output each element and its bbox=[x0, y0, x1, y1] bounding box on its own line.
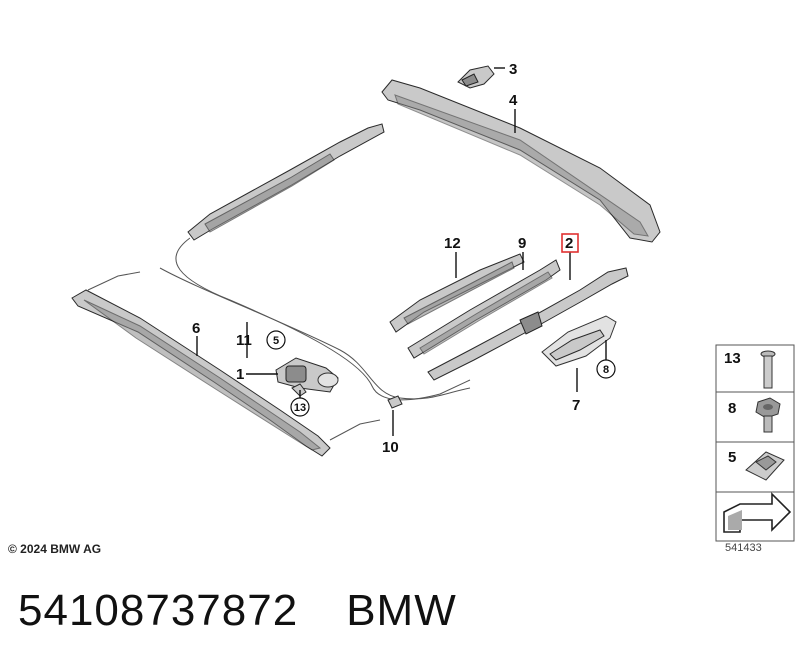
callout-9: 9 bbox=[518, 235, 526, 252]
part-1-motor bbox=[275, 357, 339, 397]
callout-10: 10 bbox=[382, 439, 399, 456]
circled-ref-8: 8 bbox=[596, 359, 616, 379]
part-2-right-rail bbox=[427, 267, 629, 381]
circled-ref-13: 13 bbox=[290, 397, 310, 417]
svg-text:5: 5 bbox=[273, 335, 279, 347]
brand-name: BMW bbox=[346, 586, 457, 635]
part-number: 54108737872 bbox=[18, 586, 299, 635]
part-9-seal bbox=[407, 259, 561, 359]
direction-arrow-icon bbox=[723, 492, 792, 533]
callout-4: 4 bbox=[509, 92, 518, 109]
leader-lines bbox=[196, 67, 607, 436]
svg-text:13: 13 bbox=[294, 402, 306, 414]
callout-3: 3 bbox=[509, 61, 517, 78]
left-guide-rail bbox=[187, 123, 385, 241]
fastener-legend: 13 8 5 bbox=[715, 344, 795, 542]
callout-6: 6 bbox=[192, 320, 200, 337]
callout-11: 11 bbox=[236, 332, 252, 349]
callout-2-highlight bbox=[561, 233, 579, 253]
copyright-text: © 2024 BMW AG bbox=[8, 542, 102, 556]
footer: 54108737872 BMW bbox=[18, 586, 457, 636]
part-7-cover bbox=[541, 315, 617, 367]
part-4-crossmember bbox=[381, 79, 661, 243]
circled-ref-5: 5 bbox=[266, 330, 286, 350]
callout-12: 12 bbox=[444, 235, 461, 252]
callout-7: 7 bbox=[572, 397, 580, 414]
callout-2: 2 bbox=[565, 235, 573, 252]
callout-1: 1 bbox=[236, 366, 244, 383]
part-10-clip bbox=[387, 395, 403, 409]
part-3-bracket bbox=[457, 65, 495, 89]
clip-nut-icon bbox=[745, 451, 785, 481]
part-12-guide bbox=[389, 253, 525, 333]
hex-nut-icon bbox=[755, 397, 781, 433]
diagram-ref-number: 541433 bbox=[725, 542, 762, 554]
legend-label-5: 5 bbox=[728, 449, 736, 466]
bolt-icon bbox=[760, 350, 776, 389]
legend-label-13: 13 bbox=[724, 350, 741, 367]
legend-label-8: 8 bbox=[728, 400, 736, 417]
svg-text:8: 8 bbox=[603, 364, 609, 376]
part-6-side-strip bbox=[71, 271, 381, 457]
